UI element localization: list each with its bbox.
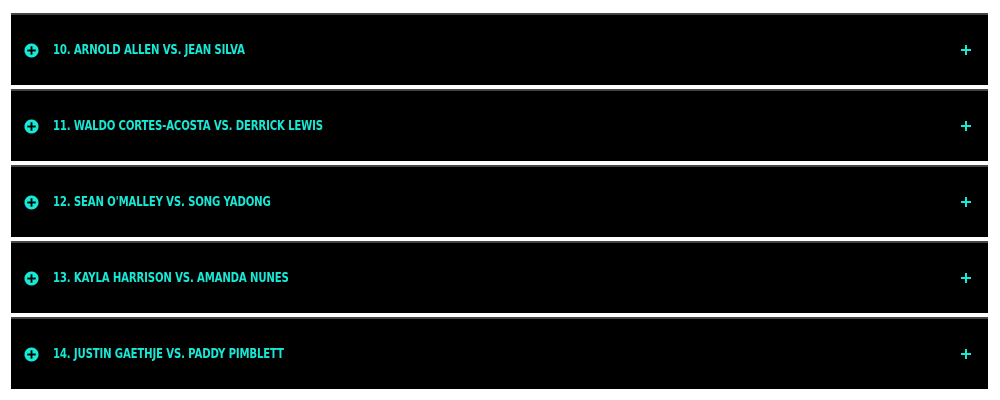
expand-plus-icon[interactable] xyxy=(961,273,971,283)
expand-plus-icon[interactable] xyxy=(961,121,971,131)
expand-plus-icon[interactable] xyxy=(961,349,971,359)
fight-accordion: 10. ARNOLD ALLEN VS. JEAN SILVA 11. WALD… xyxy=(11,13,988,393)
plus-circle-icon xyxy=(24,270,39,286)
accordion-item-14[interactable]: 14. JUSTIN GAETHJE VS. PADDY PIMBLETT xyxy=(11,317,988,389)
accordion-item-title: 11. WALDO CORTES-ACOSTA VS. DERRICK LEWI… xyxy=(53,118,323,134)
expand-plus-icon[interactable] xyxy=(961,45,971,55)
accordion-item-12[interactable]: 12. SEAN O'MALLEY VS. SONG YADONG xyxy=(11,165,988,237)
accordion-item-title: 13. KAYLA HARRISON VS. AMANDA NUNES xyxy=(53,270,289,286)
accordion-item-11[interactable]: 11. WALDO CORTES-ACOSTA VS. DERRICK LEWI… xyxy=(11,89,988,161)
accordion-item-13[interactable]: 13. KAYLA HARRISON VS. AMANDA NUNES xyxy=(11,241,988,313)
expand-plus-icon[interactable] xyxy=(961,197,971,207)
plus-circle-icon xyxy=(24,42,39,58)
plus-circle-icon xyxy=(24,194,39,210)
accordion-item-title: 10. ARNOLD ALLEN VS. JEAN SILVA xyxy=(53,42,245,58)
accordion-item-title: 14. JUSTIN GAETHJE VS. PADDY PIMBLETT xyxy=(53,346,284,362)
accordion-item-title: 12. SEAN O'MALLEY VS. SONG YADONG xyxy=(53,194,271,210)
plus-circle-icon xyxy=(24,118,39,134)
accordion-item-10[interactable]: 10. ARNOLD ALLEN VS. JEAN SILVA xyxy=(11,13,988,85)
plus-circle-icon xyxy=(24,346,39,362)
